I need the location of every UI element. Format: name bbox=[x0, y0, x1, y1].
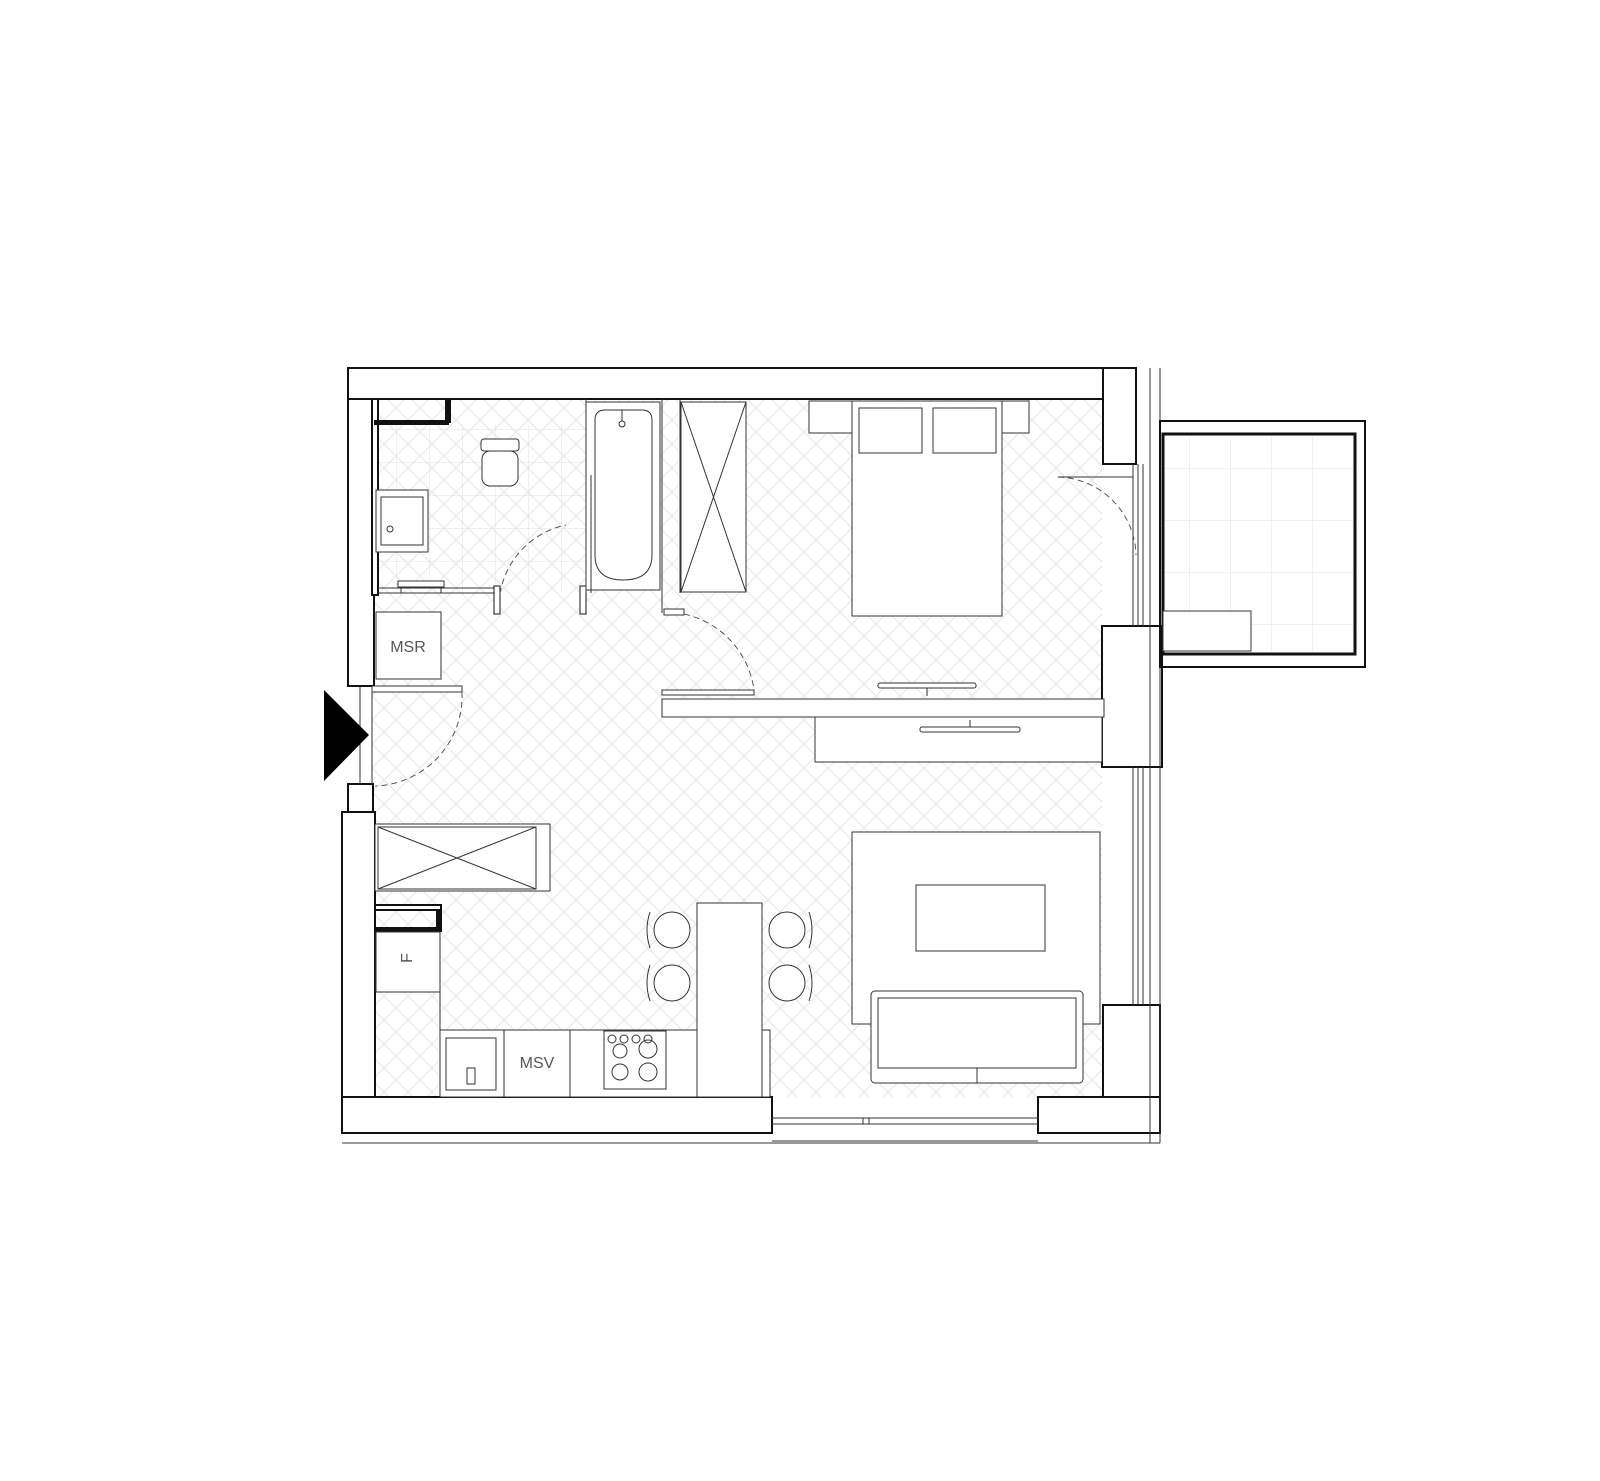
bathroom-sink bbox=[375, 489, 429, 553]
balcony-door bbox=[1057, 464, 1139, 626]
kitchen-island bbox=[696, 902, 763, 1098]
bottom-window bbox=[772, 1117, 1038, 1142]
bathtub bbox=[585, 401, 661, 593]
bedroom-wardrobe bbox=[680, 401, 747, 593]
bathroom-door-swing bbox=[499, 524, 567, 595]
double-bed bbox=[808, 400, 1030, 617]
msr-label: MSR bbox=[390, 639, 426, 656]
hob bbox=[603, 1030, 667, 1090]
living-window bbox=[1132, 767, 1139, 1005]
outer-walls bbox=[341, 367, 1163, 1144]
dining-chairs bbox=[646, 911, 813, 1002]
bedroom-tv bbox=[877, 682, 977, 696]
msv-cupboard: MSV bbox=[503, 1029, 571, 1098]
fridge-label: F bbox=[399, 953, 416, 963]
entrance-arrow-icon bbox=[324, 690, 369, 781]
sofa bbox=[870, 990, 1084, 1084]
fridge: F bbox=[375, 931, 441, 993]
coffee-table bbox=[915, 884, 1046, 952]
msr-cupboard: MSR bbox=[375, 611, 442, 680]
kitchen-sink bbox=[445, 1037, 497, 1091]
towel-rail bbox=[397, 580, 445, 593]
msv-label: MSV bbox=[520, 1055, 555, 1072]
hall-wardrobe bbox=[374, 823, 551, 892]
balcony bbox=[1159, 420, 1366, 668]
toilet bbox=[480, 438, 520, 487]
kitchen-walls bbox=[374, 904, 442, 932]
tv-unit bbox=[814, 716, 1103, 763]
